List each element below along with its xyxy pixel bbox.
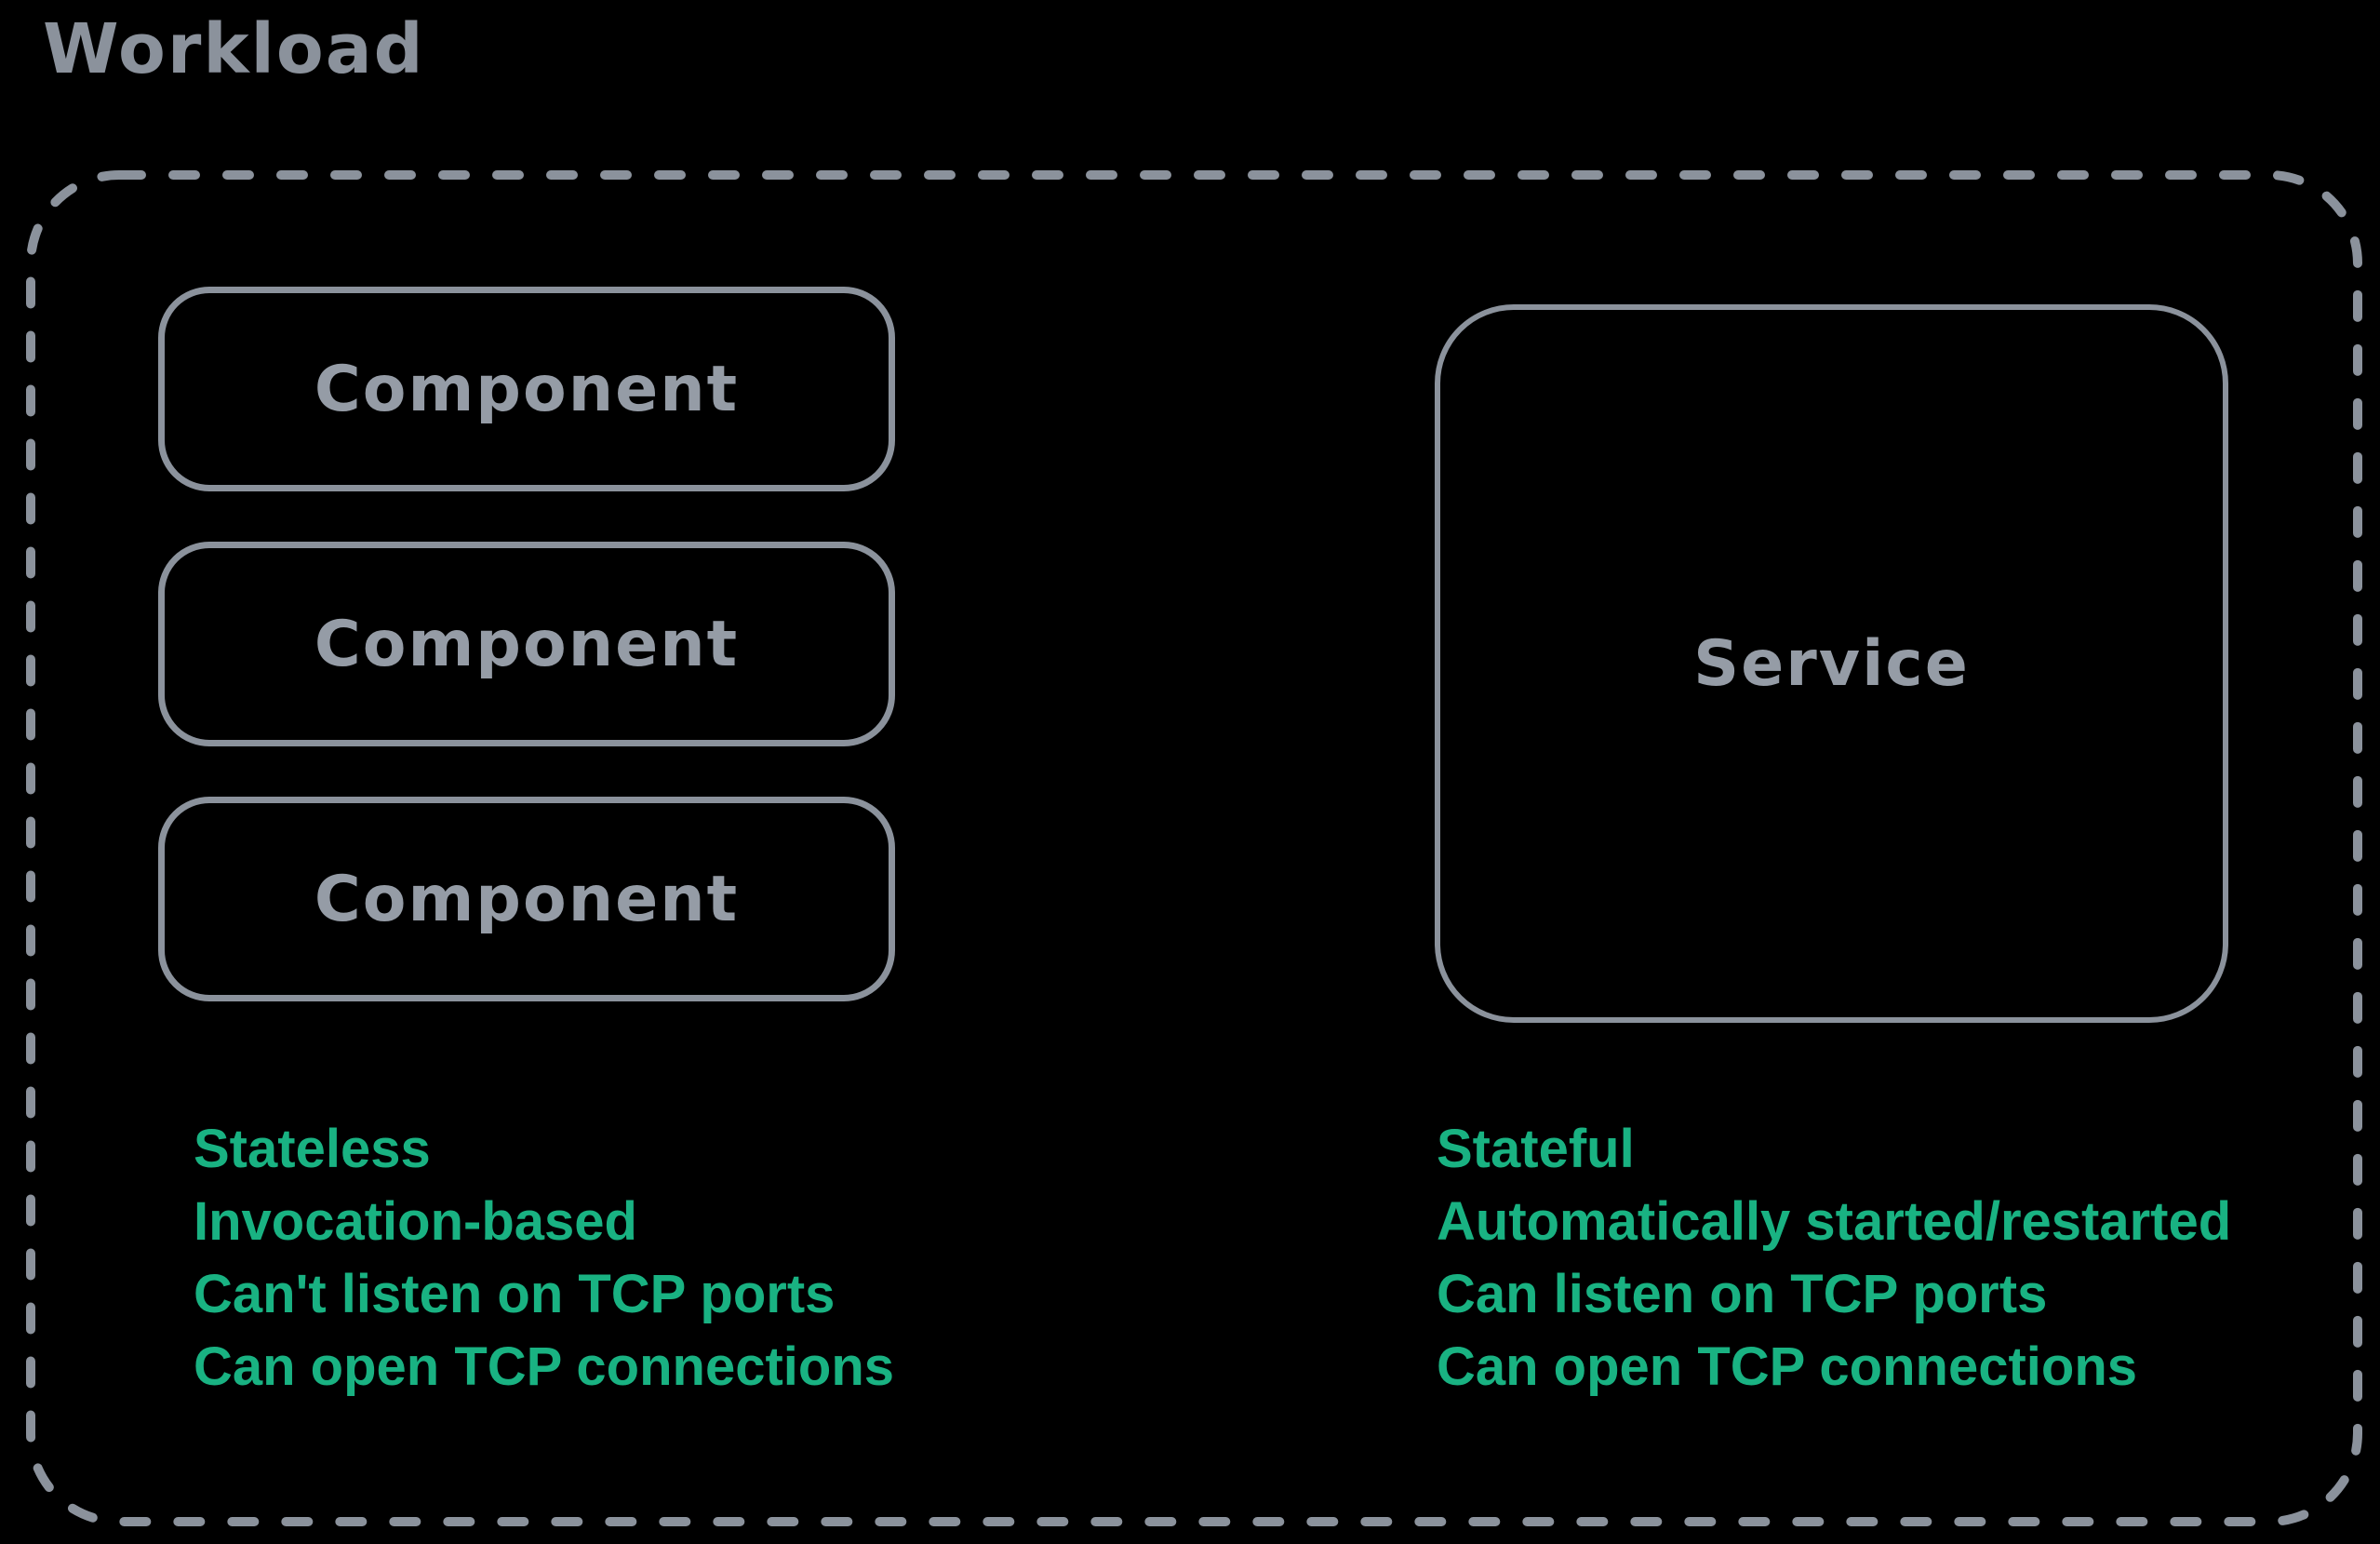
trait-line: Can open TCP connections — [194, 1336, 895, 1397]
service-label: Service — [1693, 626, 1970, 701]
trait-line: Can open TCP connections — [1437, 1336, 2138, 1397]
component-label: Component — [314, 862, 740, 936]
trait-line: Automatically started/restarted — [1437, 1191, 2232, 1252]
service-traits-list: Stateful Automatically started/restarted… — [1437, 1113, 2231, 1403]
component-box: Component — [158, 542, 895, 746]
component-traits-list: Stateless Invocation-based Can't listen … — [194, 1113, 894, 1403]
trait-line: Invocation-based — [194, 1191, 637, 1252]
trait-line: Stateless — [194, 1119, 431, 1179]
component-label: Component — [314, 352, 740, 426]
trait-line: Stateful — [1437, 1119, 1635, 1179]
workload-title: Workload — [43, 9, 425, 89]
trait-line: Can listen on TCP ports — [1437, 1264, 2048, 1324]
component-box: Component — [158, 287, 895, 491]
service-box: Service — [1435, 304, 2228, 1023]
component-box: Component — [158, 797, 895, 1001]
trait-line: Can't listen on TCP ports — [194, 1264, 836, 1324]
component-label: Component — [314, 607, 740, 681]
